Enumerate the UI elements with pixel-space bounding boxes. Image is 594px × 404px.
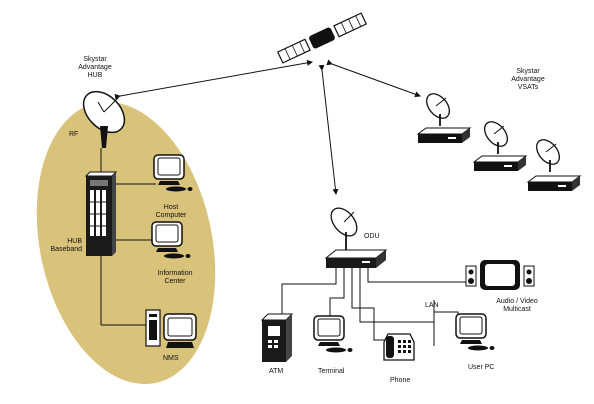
host-computer-label-line1: Host — [163, 204, 179, 211]
vsat-dish-icon — [479, 116, 513, 155]
hub-baseband-label-line1: HUB — [67, 238, 82, 245]
link-satellite-vsats — [326, 59, 421, 98]
hub-baseband-label-line2: Baseband — [50, 246, 82, 253]
hub-title-line1: Skystar — [83, 56, 107, 63]
hub-title-line2: Advantage — [78, 64, 112, 71]
terminal-monitor-icon — [313, 315, 354, 354]
vsat-label-line2: Advantage — [511, 76, 545, 83]
info-center-label-line1: Information — [157, 270, 193, 277]
hub-dish-icon — [82, 90, 126, 148]
audio-video-icon — [465, 260, 535, 290]
rf-label: RF — [69, 131, 79, 138]
vsat-modem-icon — [417, 127, 471, 144]
link-hub-satellite — [114, 59, 313, 100]
vsat-modem-icon — [527, 175, 581, 192]
hub-baseband-rack-icon — [84, 171, 118, 256]
info-center-label-line2: Center — [164, 278, 186, 285]
phone-icon — [383, 333, 415, 361]
atm-label: ATM — [269, 368, 284, 375]
vsat-site-1 — [417, 88, 471, 144]
phone-label: Phone — [390, 377, 411, 384]
odu-dish-icon — [330, 207, 358, 250]
nms-icon — [145, 309, 197, 348]
odu-label: ODU — [364, 233, 380, 240]
audio-video-label-line1: Audio / Video — [496, 298, 538, 305]
host-computer-label-line2: Computer — [155, 212, 187, 219]
lan-label: LAN — [425, 302, 439, 309]
hub-title-line3: HUB — [87, 72, 103, 79]
vsat-modem-icon — [473, 155, 527, 172]
vsat-site-2 — [473, 116, 527, 172]
user-pc-monitor-icon — [455, 313, 496, 352]
terminal-label: Terminal — [318, 368, 345, 375]
satellite-icon — [276, 12, 368, 64]
audio-video-label-line2: Multicast — [503, 306, 531, 313]
link-satellite-odu — [318, 64, 339, 195]
remote-wiring — [281, 268, 474, 346]
vsat-label-line3: VSATs — [517, 84, 539, 91]
vsat-site-3 — [527, 134, 581, 192]
vsat-label-line1: Skystar — [516, 68, 540, 75]
nms-label: NMS — [163, 355, 179, 362]
user-pc-label: User PC — [468, 364, 495, 371]
odu-modem-icon — [324, 249, 388, 268]
vsat-dish-icon — [421, 88, 455, 127]
atm-icon — [260, 313, 294, 362]
vsat-dish-icon — [531, 134, 565, 173]
